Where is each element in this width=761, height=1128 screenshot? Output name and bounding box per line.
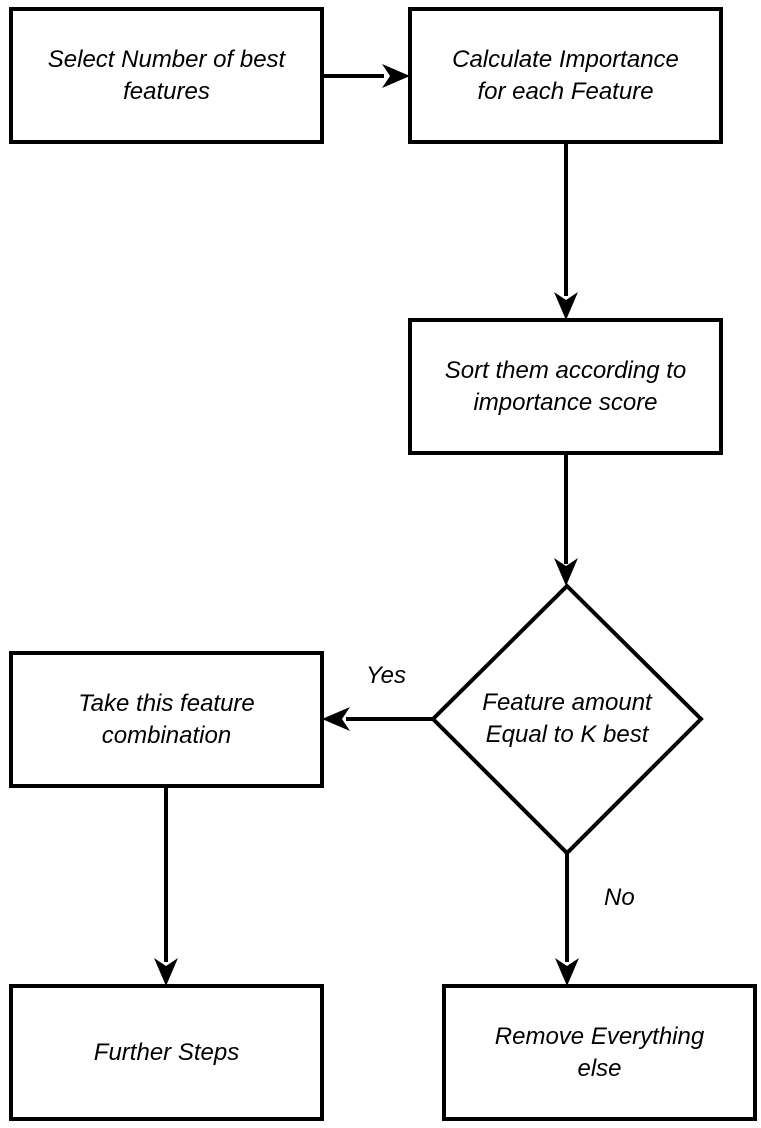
sort-features-label: Sort them according to importance score xyxy=(444,356,687,416)
arrowhead-icon xyxy=(555,958,579,986)
remove-everything-box xyxy=(442,984,757,1121)
arrowhead-icon xyxy=(322,707,350,731)
yes-edge-label: Yes xyxy=(366,662,407,689)
arrowhead-icon xyxy=(554,292,578,320)
further-steps-box xyxy=(9,984,324,1121)
sort-features-box xyxy=(408,318,723,455)
arrowhead-icon xyxy=(154,958,178,986)
no-edge-label: No xyxy=(604,884,635,911)
further-steps-label: Further Steps xyxy=(93,1038,240,1066)
arrowhead-icon xyxy=(554,558,578,586)
remove-everything-label: Remove Everything else xyxy=(494,1022,705,1082)
select-number-box xyxy=(9,7,324,144)
select-number-label: Select Number of best features xyxy=(47,45,286,105)
calculate-importance-box xyxy=(408,7,723,144)
take-combination-label: Take this feature combination xyxy=(78,689,255,749)
decision-label: Feature amount Equal to K best xyxy=(482,689,652,748)
take-combination-box xyxy=(9,651,324,788)
arrowhead-icon xyxy=(382,64,410,88)
calculate-importance-label: Calculate Importance for each Feature xyxy=(452,45,679,105)
